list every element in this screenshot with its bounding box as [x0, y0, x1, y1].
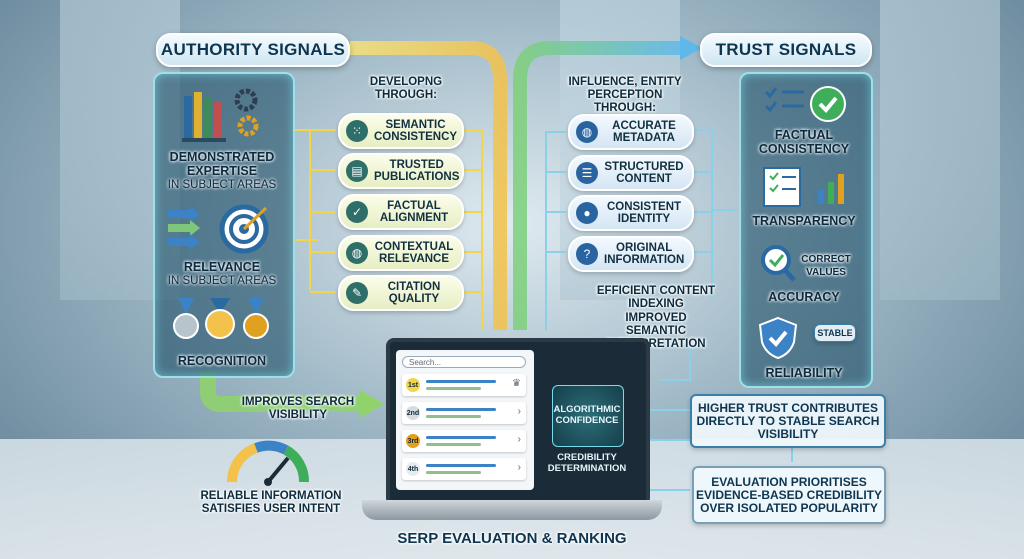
- authority-signals-header: AUTHORITY SIGNALS: [156, 33, 350, 67]
- developing-item-publications: ▤ TRUSTED PUBLICATIONS: [338, 153, 464, 189]
- shield-check-icon: [758, 316, 798, 365]
- result-desc-line: [426, 471, 481, 474]
- pill-label: TRUSTED PUBLICATIONS: [374, 159, 460, 183]
- serp-evaluation-title: SERP EVALUATION & RANKING: [397, 530, 627, 547]
- correct-values-label: CORRECT VALUES: [801, 254, 851, 278]
- authority-header-text: AUTHORITY SIGNALS: [160, 40, 346, 59]
- relevance-sub: IN SUBJECT AREAS: [167, 275, 277, 287]
- result-title-line: [426, 464, 496, 467]
- pill-label: ORIGINAL INFORMATION: [604, 242, 685, 266]
- evaluation-box: EVALUATION PRIORITISES EVIDENCE-BASED CR…: [692, 466, 886, 524]
- developing-item-contextual: ◍ CONTEXTUAL RELEVANCE: [338, 235, 464, 271]
- stable-text: STABLE: [817, 327, 853, 338]
- expertise-label: DEMONSTRATED EXPERTISE IN SUBJECT AREAS: [160, 150, 284, 192]
- relevance-label: RELEVANCE IN SUBJECT AREAS: [160, 260, 284, 288]
- transparency-label: TRANSPARENCY: [752, 214, 856, 228]
- recognition-label: RECOGNITION: [160, 354, 284, 368]
- book-icon: ▤: [346, 160, 368, 182]
- developing-item-semantic: ⁙ SEMANTIC CONSISTENCY: [338, 113, 464, 149]
- target-arrows-icon: [168, 204, 272, 259]
- developing-item-factual: ✓ FACTUAL ALIGNMENT: [338, 194, 464, 230]
- influence-item-identity: ● CONSISTENT IDENTITY: [568, 195, 694, 231]
- result-desc-line: [426, 387, 481, 390]
- pill-label: SEMANTIC CONSISTENCY: [374, 119, 458, 143]
- result-desc-line: [426, 415, 481, 418]
- expertise-sub: IN SUBJECT AREAS: [167, 179, 277, 191]
- report-chart-icon: [762, 166, 852, 213]
- result-title-line: [426, 380, 496, 383]
- factual-consistency-label: FACTUAL CONSISTENCY: [758, 128, 850, 156]
- dots-grid-icon: ⁙: [346, 120, 368, 142]
- expertise-title: DEMONSTRATED EXPERTISE: [169, 150, 275, 178]
- higher-trust-box: HIGHER TRUST CONTRIBUTES DIRECTLY TO STA…: [690, 394, 886, 448]
- developing-item-citation: ✎ CITATION QUALITY: [338, 275, 464, 311]
- reliability-label: RELIABILITY: [765, 366, 843, 380]
- globe-icon: ◍: [346, 242, 368, 264]
- serp-result-row[interactable]: 2nd ›: [402, 402, 526, 424]
- result-title-line: [426, 436, 496, 439]
- improves-note: IMPROVES SEARCH VISIBILITY: [241, 396, 355, 421]
- pill-label: FACTUAL ALIGNMENT: [379, 200, 449, 224]
- influence-item-original: ? ORIGINAL INFORMATION: [568, 236, 694, 272]
- books-icon: [182, 88, 242, 147]
- pill-label: ACCURATE METADATA: [612, 120, 676, 144]
- stable-badge: STABLE: [814, 324, 856, 342]
- user-icon: ●: [576, 202, 598, 224]
- pill-label: STRUCTURED CONTENT: [604, 161, 684, 185]
- processor-chip-icon: [552, 385, 624, 447]
- question-icon: ?: [576, 243, 598, 265]
- pill-label: CITATION QUALITY: [387, 281, 441, 305]
- laptop-base: [362, 500, 662, 520]
- list-icon: ☰: [576, 162, 598, 184]
- reliable-note: RELIABLE INFORMATION SATISFIES USER INTE…: [200, 490, 342, 515]
- serp-result-row[interactable]: 3rd ›: [402, 430, 526, 452]
- search-input[interactable]: Search...: [402, 356, 526, 368]
- medals-icon: [170, 298, 274, 349]
- serp-result-row[interactable]: 1st ♛: [402, 374, 526, 396]
- relevance-title: RELEVANCE: [183, 260, 261, 274]
- evaluation-text: EVALUATION PRIORITISES EVIDENCE-BASED CR…: [695, 474, 883, 515]
- rank-badge: 2nd: [406, 406, 420, 420]
- indexing-note: EFFICIENT CONTENT INDEXING: [596, 285, 716, 310]
- pill-label: CONSISTENT IDENTITY: [606, 201, 682, 225]
- top-flow-arrow: [513, 41, 680, 330]
- credibility-label: CREDIBILITY DETERMINATION: [547, 452, 627, 474]
- trophy-icon: ♛: [512, 378, 521, 389]
- chevron-right-icon: ›: [517, 462, 521, 473]
- document-icon: ✎: [346, 282, 368, 304]
- chevron-right-icon: ›: [517, 406, 521, 417]
- influence-item-structured: ☰ STRUCTURED CONTENT: [568, 155, 694, 191]
- higher-trust-text: HIGHER TRUST CONTRIBUTES DIRECTLY TO STA…: [696, 400, 880, 441]
- recognition-title: RECOGNITION: [177, 354, 267, 368]
- checklist-badge-icon: [764, 84, 848, 131]
- rank-badge: 1st: [406, 378, 420, 392]
- developing-label: DEVELOPNG THROUGH:: [369, 76, 443, 101]
- checkmark-icon: ✓: [346, 201, 368, 223]
- window-blur: [880, 0, 1000, 300]
- top-flow-arrow: [350, 41, 507, 330]
- gear-icon: [232, 88, 262, 145]
- serp-result-row[interactable]: 4th ›: [402, 458, 526, 480]
- globe-icon: ◍: [576, 121, 598, 143]
- result-desc-line: [426, 443, 481, 446]
- rank-badge: 4th: [406, 462, 420, 476]
- improves-arrow: [200, 372, 360, 412]
- rank-badge: 3rd: [406, 434, 420, 448]
- magnifier-check-icon: [760, 244, 796, 289]
- pill-label: CONTEXTUAL RELEVANCE: [374, 241, 454, 265]
- influence-label: INFLUENCE, ENTITY PERCEPTION THROUGH:: [568, 76, 682, 114]
- accuracy-label: ACCURACY: [768, 290, 840, 304]
- trust-header-text: TRUST SIGNALS: [715, 40, 857, 59]
- algorithmic-confidence-label: ALGORITHMIC CONFIDENCE: [553, 404, 621, 426]
- speedometer-icon: [226, 440, 310, 486]
- serp-window: Search... 1st ♛ 2nd › 3rd › 4th ›: [396, 350, 534, 490]
- influence-item-metadata: ◍ ACCURATE METADATA: [568, 114, 694, 150]
- chevron-right-icon: ›: [517, 434, 521, 445]
- trust-signals-header: TRUST SIGNALS: [700, 33, 872, 67]
- result-title-line: [426, 408, 496, 411]
